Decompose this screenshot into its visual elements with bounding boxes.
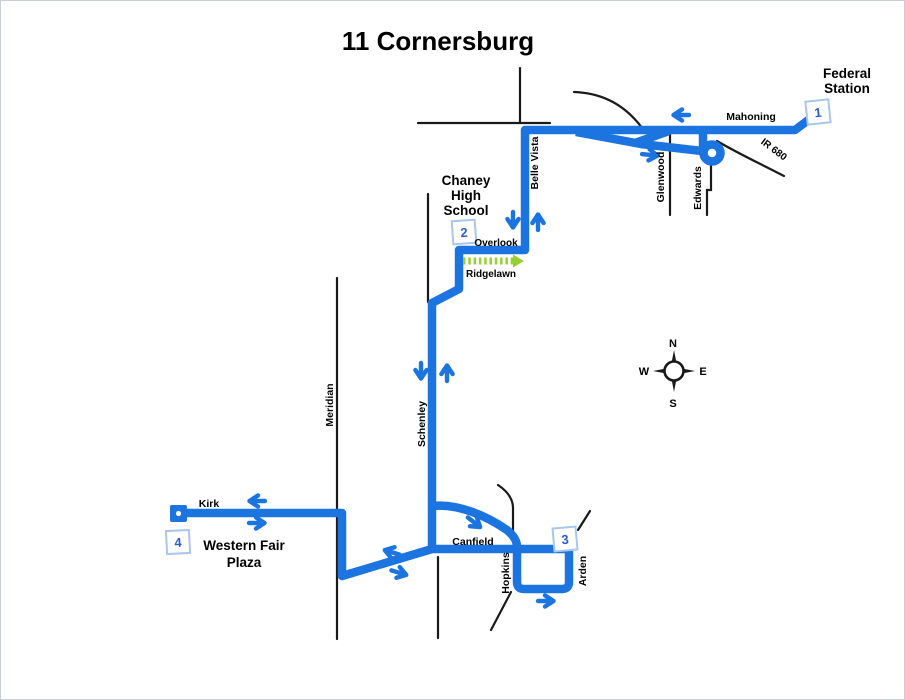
road-hopkins-upper: [496, 483, 515, 532]
compass-rose: N S W E: [639, 338, 707, 410]
street-label-hopkins: Hopkins: [500, 552, 512, 594]
street-label-ridgelawn: Ridgelawn: [466, 269, 516, 280]
route-main-line: [178, 114, 814, 581]
federal-station-label-line1: Federal: [823, 66, 871, 81]
western-fair-label-line2: Plaza: [227, 555, 262, 570]
school-trip-segment: [463, 254, 524, 268]
street-label-meridian: Meridian: [324, 383, 336, 426]
chaney-label-line1: Chaney: [442, 173, 491, 188]
road-arden-upper: [576, 509, 592, 532]
chaney-label-line3: School: [443, 203, 488, 218]
street-label-schenley: Schenley: [416, 401, 428, 447]
route-hopkins-arden-loop: [431, 501, 574, 594]
arrow-south-schenley-icon: [415, 363, 426, 379]
compass-south-label: S: [669, 398, 676, 410]
road-edwards: [705, 162, 713, 217]
route-terminal-dot: [175, 510, 182, 517]
highway-label-ir-680: IR 680: [758, 137, 789, 164]
road-hopkins-lower: [489, 590, 513, 632]
street-label-edwards: Edwards: [692, 166, 704, 210]
street-label-mahoning: Mahoning: [726, 111, 776, 123]
street-label-kirk: Kirk: [199, 498, 220, 510]
stop-3-number: 3: [561, 532, 570, 548]
stop-4-box: [164, 528, 192, 556]
chaney-label-line2: High: [451, 188, 481, 203]
western-fair-label-line1: Western Fair: [203, 538, 285, 553]
stop-marker-1: 1: [804, 98, 832, 126]
arrow-east-canfield-icon: [390, 565, 408, 580]
bus-route: [170, 114, 814, 594]
stop-2-number: 2: [460, 225, 468, 240]
street-label-arden: Arden: [577, 556, 589, 586]
arrow-north-belle-vista-icon: [532, 215, 543, 231]
stop-1-box: [804, 98, 832, 126]
route-edwards-turnaround-loop: [699, 140, 725, 166]
road-ir-680: [715, 139, 786, 178]
stop-marker-2: 2: [450, 218, 478, 246]
page-title: 11 Cornersburg: [342, 26, 534, 56]
street-label-overlook: Overlook: [474, 238, 518, 249]
stop-3-box: [551, 525, 579, 553]
federal-station-label-line2: Station: [824, 81, 870, 96]
arrow-south-belle-vista-icon: [507, 212, 518, 228]
stop-marker-4: 4: [164, 528, 192, 556]
compass-east-label: E: [699, 366, 706, 378]
map-labels: 11 Cornersburg Federal Station Chaney Hi…: [199, 26, 871, 594]
background-roads: [335, 66, 786, 641]
stop-marker-3: 3: [551, 525, 579, 553]
stop-4-number: 4: [174, 535, 183, 550]
street-label-belle-vista: Belle Vista: [529, 136, 541, 189]
street-label-glenwood: Glenwood: [655, 152, 667, 203]
stop-1-number: 1: [814, 105, 823, 121]
arrow-east-kirk-icon: [249, 517, 265, 528]
school-trip-arrowhead-icon: [513, 254, 524, 268]
compass-north-label: N: [669, 338, 677, 350]
arrow-east-loop-icon: [538, 595, 554, 606]
road-northeast-curve: [572, 90, 647, 134]
stop-2-box: [450, 218, 478, 246]
route-merge-branch: [633, 126, 671, 148]
arrow-west-kirk-icon: [250, 495, 266, 506]
compass-west-label: W: [639, 366, 650, 378]
street-label-canfield: Canfield: [452, 536, 493, 548]
arrow-north-schenley-icon: [441, 366, 452, 382]
arrow-west-mahoning-icon: [674, 109, 690, 120]
compass-circle-icon: [663, 360, 685, 382]
stop-markers: 1 2 3 4: [164, 98, 832, 556]
